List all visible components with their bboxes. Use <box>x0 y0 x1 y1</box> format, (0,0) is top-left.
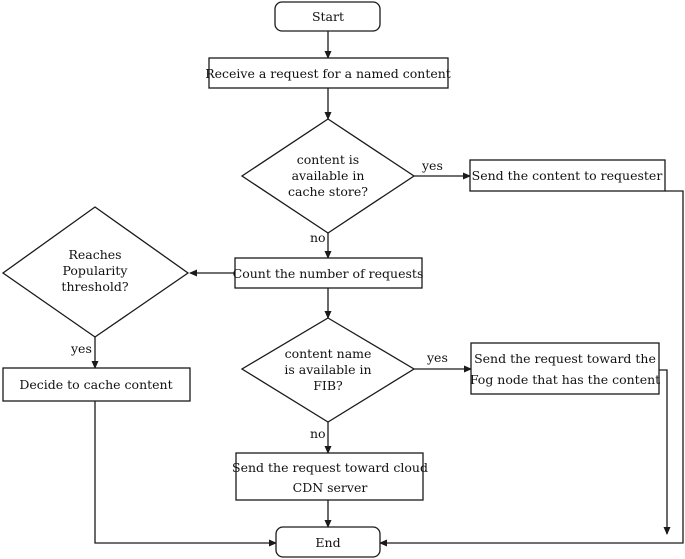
node-popularity-check-line-2: Popularity <box>63 263 129 278</box>
label-fib-no: no <box>310 426 326 441</box>
node-cache-check: content is available in cache store? <box>240 118 416 234</box>
node-fib-check: content name is available in FIB? <box>240 317 416 423</box>
node-send-fog-line-2: Fog node that has the content <box>470 372 660 387</box>
node-send-cloud-line-2: CDN server <box>293 480 368 495</box>
node-cache-check-line-2: available in <box>292 168 365 183</box>
node-receive-request: Receive a request for a named content <box>205 57 451 89</box>
node-send-content-label: Send the content to requester <box>472 168 663 183</box>
node-count-requests-label: Count the number of requests <box>233 266 424 281</box>
node-popularity-check-line-1: Reaches <box>68 247 121 262</box>
node-fib-check-line-2: is available in <box>284 362 371 377</box>
node-receive-request-label: Receive a request for a named content <box>205 66 451 81</box>
node-start: Start <box>274 1 381 32</box>
node-fib-check-line-3: FIB? <box>313 378 343 393</box>
label-cache-yes: yes <box>421 158 443 173</box>
node-decide-cache-label: Decide to cache content <box>19 377 172 392</box>
node-count-requests: Count the number of requests <box>233 257 424 289</box>
edge-send-fog-to-end <box>659 369 671 535</box>
node-end-label: End <box>315 535 340 550</box>
node-popularity-check-line-3: threshold? <box>61 279 128 294</box>
node-fib-check-line-1: content name <box>285 346 372 361</box>
node-end: End <box>275 526 381 558</box>
node-send-cloud: Send the request toward cloud CDN server <box>232 452 428 501</box>
edge-decide-cache-to-end <box>94 401 277 547</box>
node-send-fog: Send the request toward the Fog node tha… <box>470 342 660 395</box>
node-popularity-check: Reaches Popularity threshold? <box>1 206 190 338</box>
node-send-fog-line-1: Send the request toward the <box>474 351 656 366</box>
node-decide-cache: Decide to cache content <box>2 367 191 402</box>
node-start-label: Start <box>312 9 344 24</box>
label-popularity-yes: yes <box>70 341 92 356</box>
edges <box>91 31 684 547</box>
node-send-cloud-line-1: Send the request toward cloud <box>232 460 428 475</box>
label-cache-no: no <box>310 230 326 245</box>
node-cache-check-line-1: content is <box>297 152 359 167</box>
edge-send-content-to-end <box>379 190 684 547</box>
label-fib-yes: yes <box>426 350 448 365</box>
node-send-content: Send the content to requester <box>469 159 666 192</box>
node-cache-check-line-3: cache store? <box>288 184 368 199</box>
